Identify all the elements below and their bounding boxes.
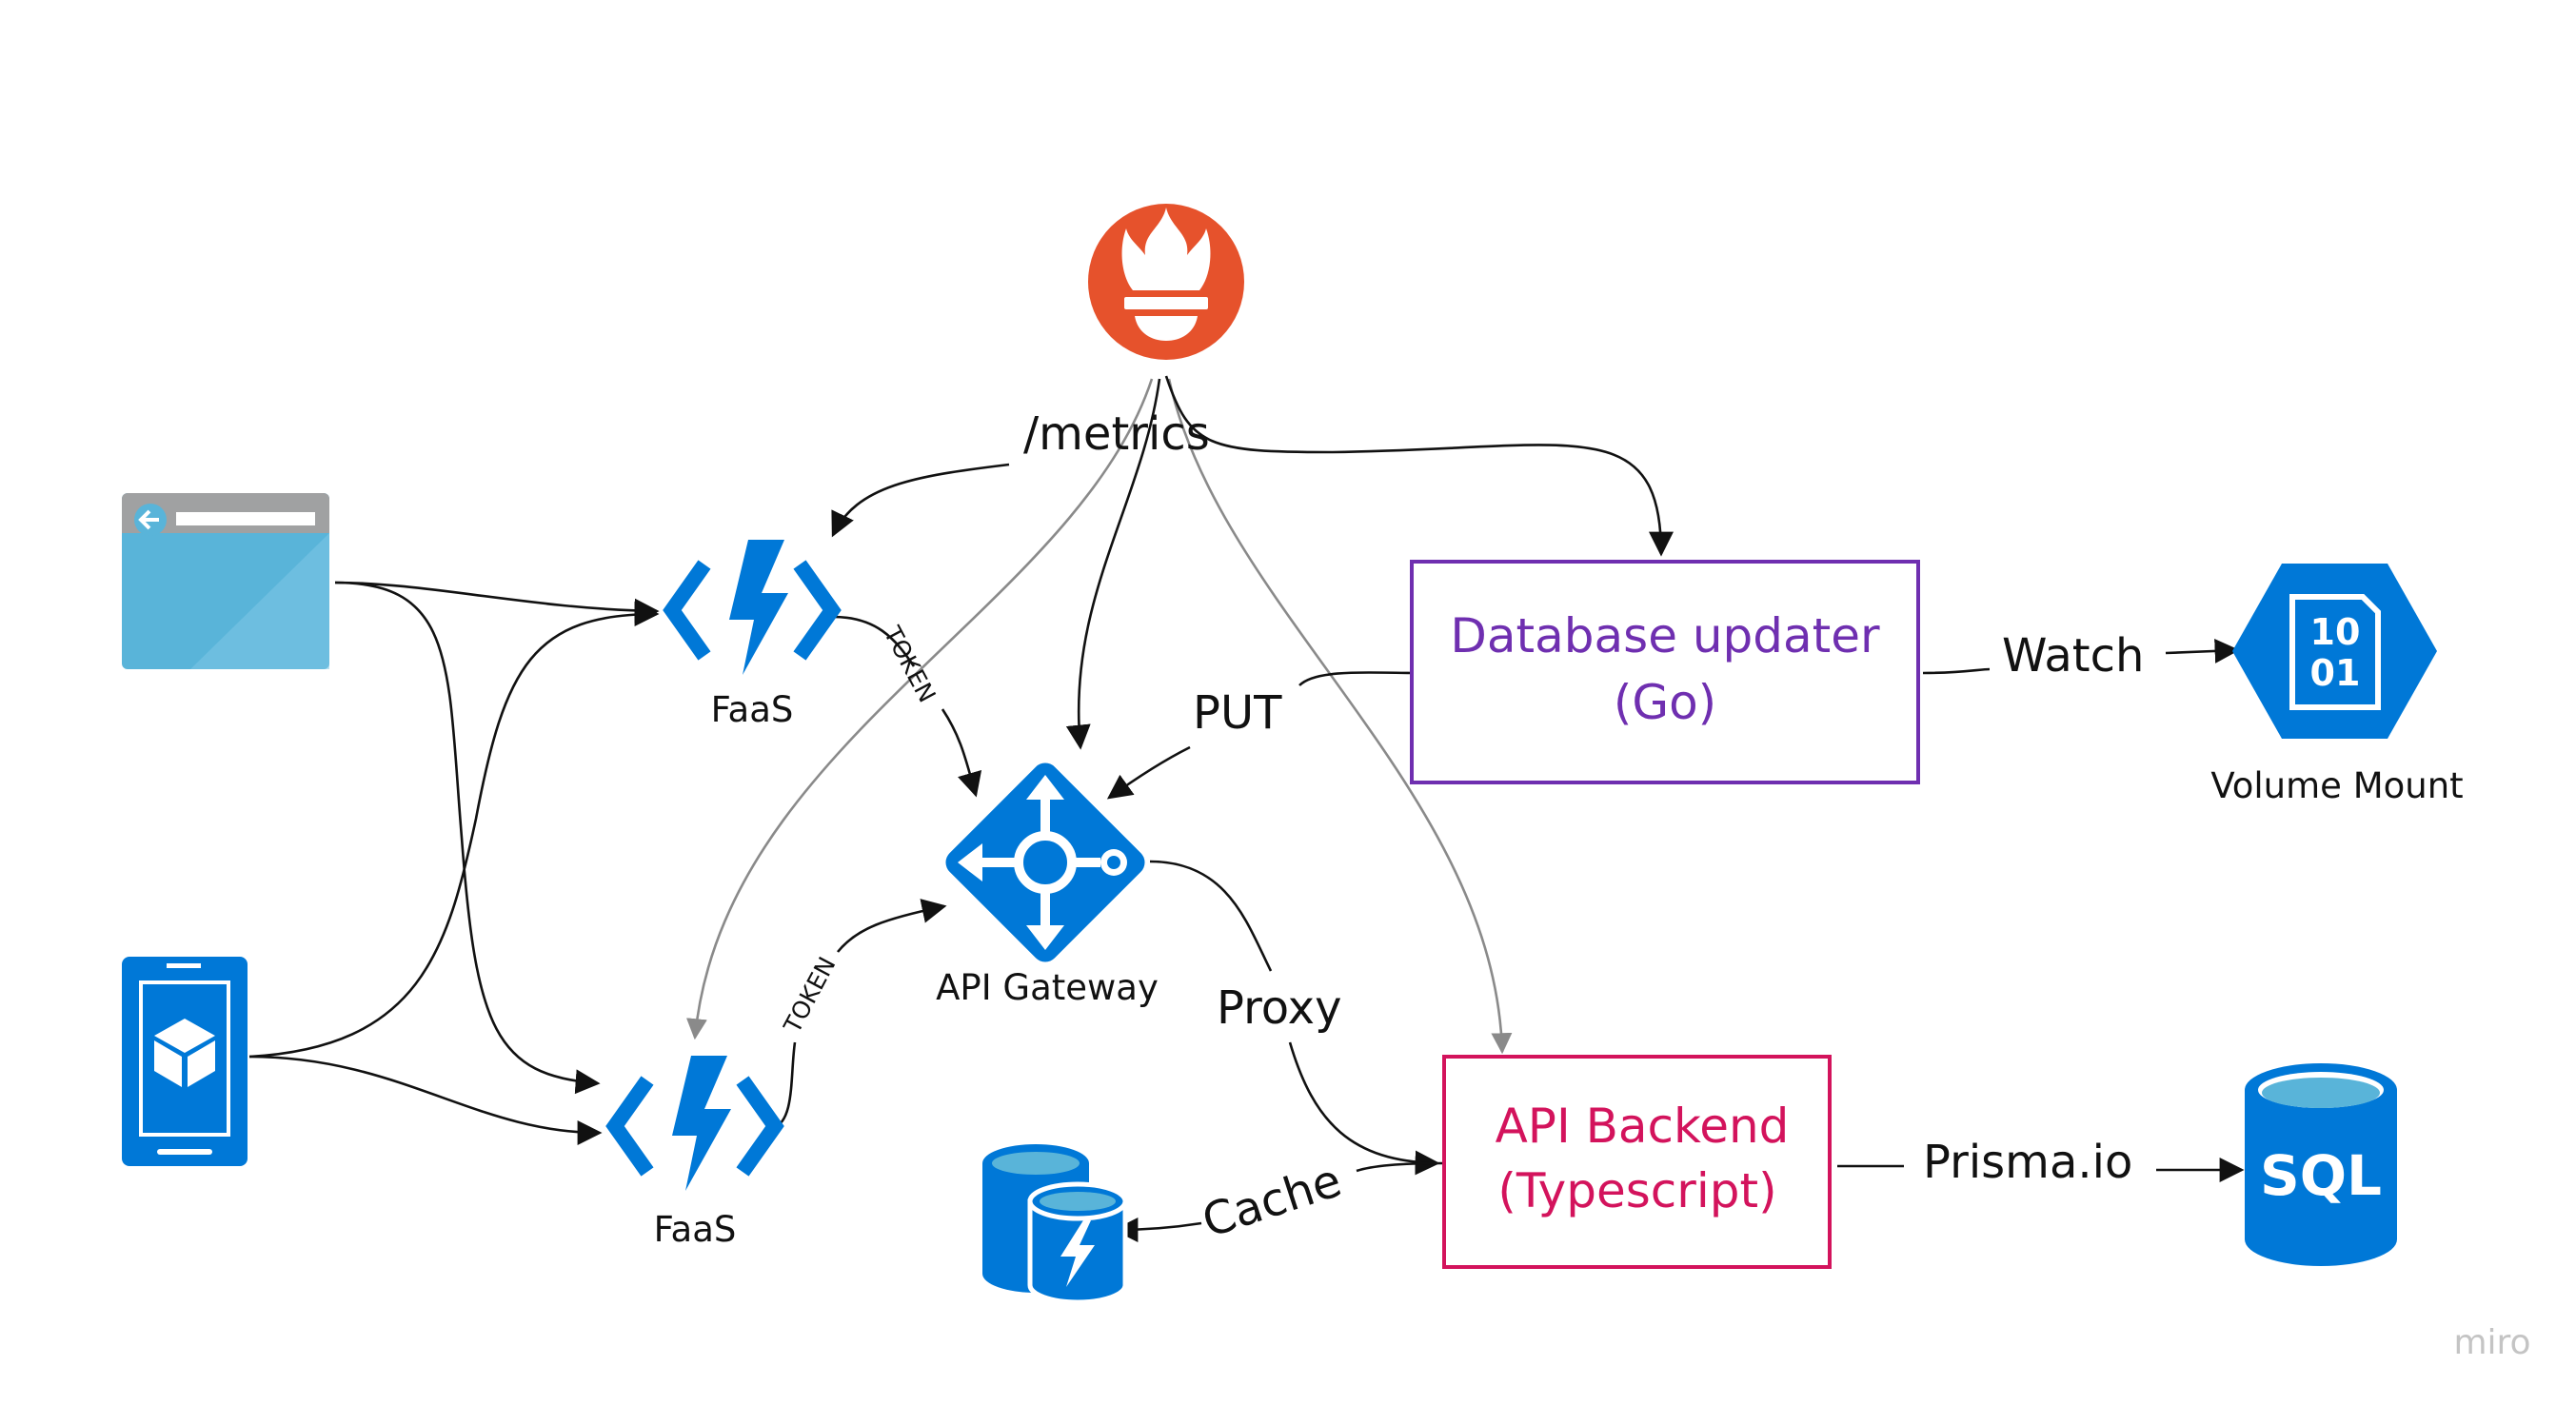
edge-backend-to-sql: [1837, 1166, 2242, 1170]
edges: [248, 375, 2242, 1230]
api-backend-title: API Backend: [1496, 1099, 1790, 1154]
api-gateway-node[interactable]: API Gateway: [936, 758, 1159, 1008]
edge-metrics-to-faas-bottom: [685, 378, 1154, 1040]
azure-function-icon: [605, 1056, 784, 1191]
edge-db-updater-to-gateway: [1109, 671, 1413, 799]
label-metrics: /metrics: [1023, 407, 1210, 461]
volume-mount-node[interactable]: 10 01 Volume Mount: [2210, 564, 2464, 806]
label-cache: Cache: [1196, 1154, 1347, 1248]
cache-node[interactable]: [982, 1144, 1128, 1305]
miro-watermark: miro: [2453, 1323, 2530, 1362]
faas-top-label: FaaS: [711, 689, 794, 730]
edge-browser-to-faas-top: [334, 581, 660, 624]
faas-top-node[interactable]: FaaS: [663, 540, 842, 730]
label-proxy: Proxy: [1217, 981, 1341, 1035]
edge-metrics-to-db-updater: [1164, 375, 1674, 557]
edge-mobile-to-faas-top: [248, 602, 660, 1059]
database-updater-box: [1410, 560, 1920, 784]
edge-metrics-to-gateway: [1065, 378, 1161, 750]
label-watch: Watch: [2002, 629, 2144, 683]
browser-node[interactable]: [122, 493, 329, 669]
database-updater-node[interactable]: Database updater (Go): [1410, 560, 1920, 784]
browser-window-icon: [122, 493, 329, 669]
prometheus-icon: [1088, 204, 1244, 360]
volume-glyph-top: 10: [2310, 611, 2361, 653]
edge-mobile-to-faas-bottom: [248, 1055, 603, 1145]
sql-database-node[interactable]: SQL: [2245, 1063, 2397, 1266]
prometheus-node[interactable]: [1088, 204, 1244, 360]
edge-faas-top-to-gateway: [832, 615, 976, 795]
edge-db-updater-to-volume: [1922, 650, 2237, 673]
label-token-bottom: TOKEN: [778, 952, 841, 1038]
edge-gateway-to-backend: [1149, 860, 1437, 1163]
api-gateway-icon: [945, 762, 1145, 962]
edge-metrics-to-faas-top: [831, 463, 1010, 538]
api-backend-box: [1442, 1055, 1832, 1269]
api-backend-node[interactable]: API Backend (Typescript): [1442, 1055, 1832, 1269]
edge-metrics-to-backend: [1167, 378, 1513, 1055]
mobile-device-icon: [122, 957, 248, 1166]
label-token-top: TOKEN: [878, 621, 941, 706]
azure-function-icon: [663, 540, 842, 675]
api-gateway-label: API Gateway: [936, 967, 1159, 1008]
binary-file-hexagon-icon: 10 01: [2232, 564, 2437, 739]
volume-glyph-bottom: 01: [2310, 652, 2361, 694]
redis-cache-icon: [982, 1144, 1128, 1305]
faas-bottom-node[interactable]: FaaS: [605, 1056, 784, 1250]
sql-glyph: SQL: [2260, 1143, 2382, 1208]
edge-browser-to-faas-bottom: [334, 581, 601, 1095]
label-prisma: Prisma.io: [1923, 1136, 2132, 1189]
database-updater-title: Database updater: [1450, 608, 1880, 663]
label-put: PUT: [1193, 686, 1282, 740]
api-backend-subtitle: (Typescript): [1497, 1163, 1776, 1218]
sql-database-icon: SQL: [2245, 1063, 2397, 1266]
volume-mount-label: Volume Mount: [2210, 765, 2463, 806]
mobile-node[interactable]: [122, 957, 248, 1166]
faas-bottom-label: FaaS: [654, 1209, 737, 1250]
database-updater-subtitle: (Go): [1614, 675, 1716, 730]
